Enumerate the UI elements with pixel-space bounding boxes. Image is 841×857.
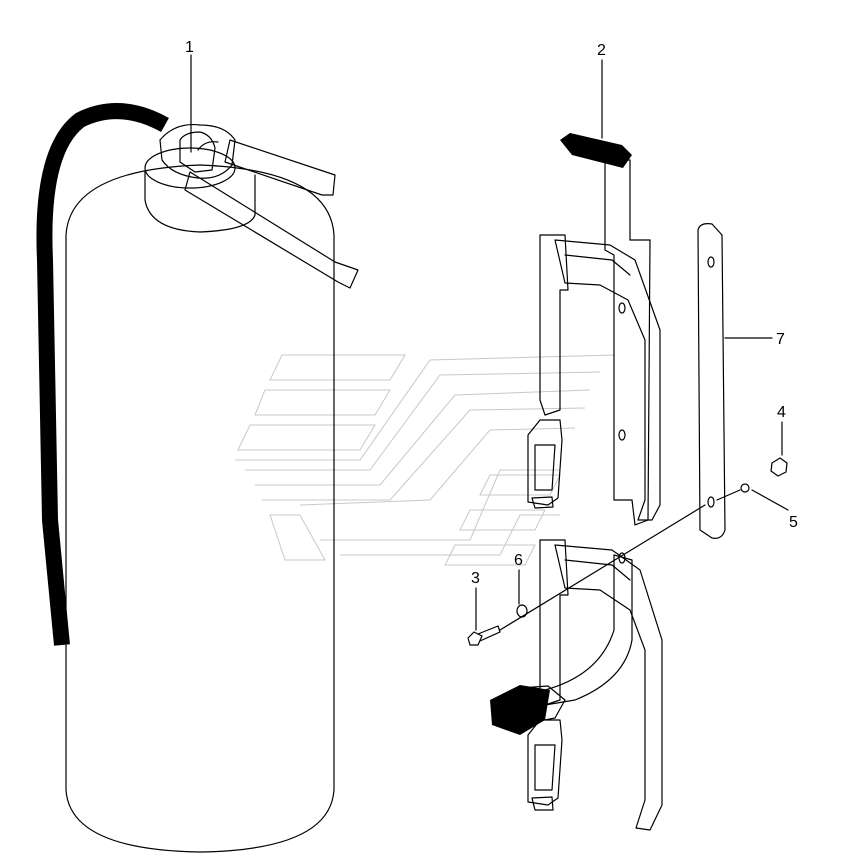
callout-2: 2 — [597, 42, 606, 59]
callouts: 1 2 3 4 5 6 7 — [185, 39, 798, 587]
washer-6 — [516, 604, 528, 618]
valve-lever-assembly — [159, 123, 359, 289]
callout-6: 6 — [514, 552, 523, 569]
mounting-plate — [697, 223, 726, 539]
extinguisher-body — [65, 147, 335, 853]
callout-7: 7 — [776, 331, 785, 348]
callout-3: 3 — [471, 570, 480, 587]
nut — [770, 457, 788, 477]
leader-lines — [190, 54, 789, 631]
callout-5: 5 — [789, 514, 798, 531]
wall-bracket — [490, 133, 663, 831]
watermark-logo — [235, 354, 616, 566]
callout-1: 1 — [185, 39, 194, 56]
callout-4: 4 — [777, 404, 786, 421]
hose — [36, 103, 169, 646]
screw — [467, 625, 501, 646]
washer-5 — [740, 483, 750, 493]
